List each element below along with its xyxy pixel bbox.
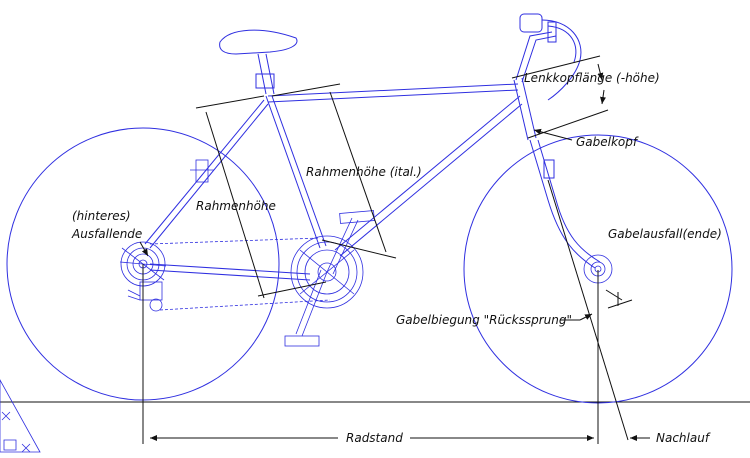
label-nachlauf: Nachlauf (656, 431, 711, 445)
ausfallende-pointer (139, 241, 149, 257)
rahmenhoehe-ital-dimension (271, 83, 397, 259)
label-ausfallende: Ausfallende (71, 227, 142, 241)
label-hinteres: (hinteres) (72, 209, 131, 223)
label-lenkkopflaenge: Lenkkopflänge (-höhe) (524, 71, 660, 85)
label-rahmenhoehe: Rahmenhöhe (196, 199, 276, 213)
label-radstand: Radstand (346, 431, 403, 445)
rear-brake (190, 159, 214, 183)
gabelausfall-pointer (605, 289, 633, 309)
rear-derailleur (127, 281, 163, 312)
saddle (219, 29, 298, 95)
fork (529, 139, 601, 269)
rahmenhoehe-dimension (195, 95, 327, 299)
gabelkopf-pointer (533, 128, 573, 141)
label-gabelbiegung: Gabelbiegung "Rückssprung" (396, 313, 572, 327)
label-gabelausfall: Gabelausfall(ende) (608, 227, 722, 241)
crank-arms (284, 210, 375, 347)
label-rahmenhoehe-ital: Rahmenhöhe (ital.) (306, 165, 422, 179)
frame (144, 77, 537, 281)
corner-triangle-icon (0, 379, 41, 453)
label-gabelkopf: Gabelkopf (576, 135, 639, 149)
handlebar (515, 13, 582, 101)
nachlauf-lines (547, 179, 629, 444)
chain (149, 237, 331, 311)
